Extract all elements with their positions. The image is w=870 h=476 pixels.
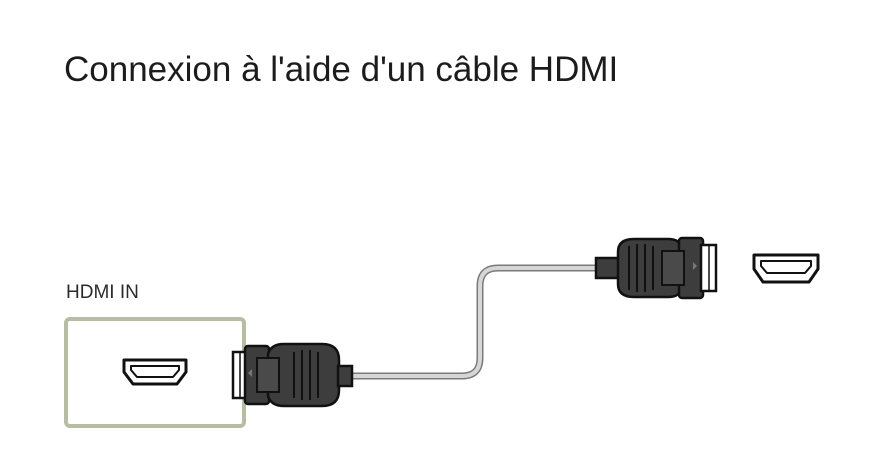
hdmi-plug-icon <box>231 342 354 408</box>
page-title: Connexion à l'aide d'un câble HDMI <box>64 50 619 89</box>
hdmi-in-label: HDMI IN <box>66 282 139 303</box>
hdmi-cable <box>348 264 600 380</box>
hdmi-plug-icon <box>594 236 718 300</box>
hdmi-port-icon <box>752 253 820 284</box>
hdmi-port-icon <box>122 358 188 386</box>
